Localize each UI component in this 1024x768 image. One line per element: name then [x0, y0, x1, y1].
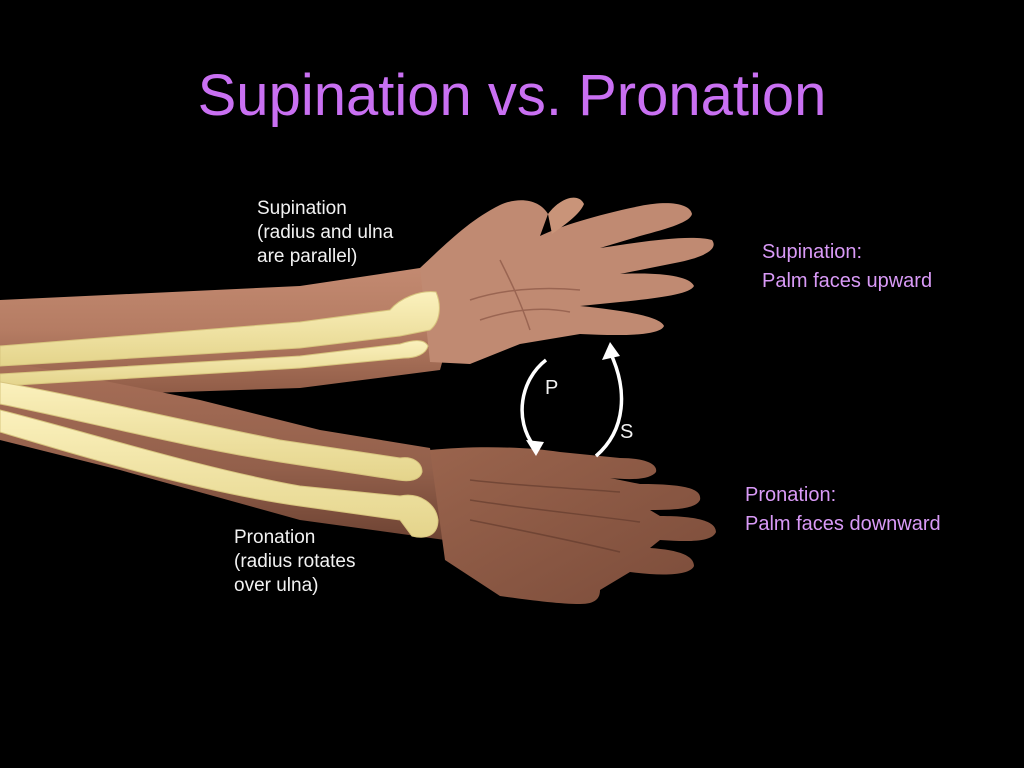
pronation-label: Pronation (radius rotates over ulna) [234, 526, 355, 598]
pronation-arrow-label: P [545, 377, 559, 399]
supination-note: Supination: Palm faces upward [762, 238, 932, 296]
supination-label-line-3: are parallel) [257, 246, 358, 267]
supination-arrow-icon [594, 351, 624, 458]
pronation-label-line-2: (radius rotates [234, 551, 356, 572]
palm-creases [469, 259, 581, 331]
slide-title: Supination vs. Pronation [197, 63, 827, 128]
supination-label-line-2: (radius and ulna [257, 222, 394, 243]
pronation-label-line-1: Pronation [234, 527, 316, 548]
supination-note-heading: Supination: [762, 241, 863, 263]
pronation-arrow-icon [520, 358, 548, 448]
supination-note-text: Palm faces upward [762, 270, 933, 292]
supination-label: Supination (radius and ulna are parallel… [257, 197, 393, 269]
pronation-note: Pronation: Palm faces downward [745, 481, 941, 539]
supinated-hand [420, 197, 714, 364]
pronation-note-text: Palm faces downward [745, 513, 941, 535]
rotation-arrows [520, 351, 624, 458]
pronation-note-heading: Pronation: [745, 484, 837, 506]
pronation-arrowhead-icon [526, 440, 544, 456]
crossed-bones [0, 381, 439, 538]
supination-arrowhead-icon [602, 342, 620, 360]
supination-label-line-1: Supination [257, 198, 347, 219]
supination-arrow-label: S [620, 421, 634, 443]
pronation-label-line-3: over ulna) [234, 575, 319, 596]
hand-tendons [469, 479, 641, 553]
pronated-hand [430, 447, 716, 604]
parallel-bones [0, 291, 440, 387]
